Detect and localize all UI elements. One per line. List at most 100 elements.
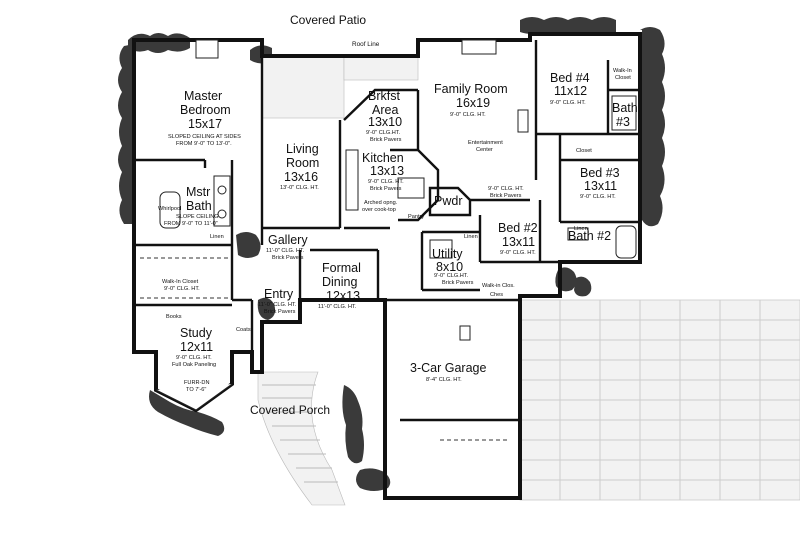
hall-note: 9'-0" CLG. HT. Brick Pavers [488, 186, 524, 199]
arched-opening-label: over cook-top [362, 207, 396, 213]
closet-label: Walk-In [613, 68, 632, 74]
room-note: Brick Pavers [370, 186, 402, 192]
room-note: 9'-0" CLG.HT. [434, 273, 469, 279]
pantry-label: Pantry [408, 214, 424, 220]
room-note: 9'-0" CLG. HT. [488, 186, 524, 192]
room-name: Bed #3 [580, 166, 620, 180]
linen-label: Linen [464, 234, 478, 240]
room-note: 9'-0" CLG. HT. [450, 112, 486, 118]
driveway [519, 299, 800, 501]
room-name: Walk-In Closet [162, 279, 199, 285]
room-name: Study [180, 326, 213, 340]
room-living-room: Living Room 13x16 13'-0" CLG. HT. [280, 142, 319, 191]
room-note: 11'-0" CLG. HT. [258, 302, 297, 308]
room-note: 9'-0" CLG. HT. [580, 194, 616, 200]
room-name: Bed #2 [498, 221, 538, 235]
room-note: 9'-0" CLG. HT. [500, 250, 536, 256]
whirlpool-label: Whirlpool [158, 206, 181, 212]
room-name: Brkfst [368, 89, 400, 103]
room-dimensions: 11x12 [554, 84, 587, 98]
room-name: Bath [612, 101, 638, 115]
room-kitchen: Kitchen 13x13 9'-0" CLG. HT. Brick Paver… [362, 151, 424, 220]
room-bed-2: Bed #2 13x11 9'-0" CLG. HT. Walk-in Clos… [482, 221, 538, 298]
walk-in-closet-label: Walk-in Clos. [482, 283, 515, 289]
room-note: Brick Pavers [490, 193, 522, 199]
room-dimensions: 15x17 [188, 117, 222, 131]
room-study: Study 12x11 9'-0" CLG. HT. Full Oak Pane… [166, 314, 216, 393]
room-name: Area [372, 103, 398, 117]
room-note: SLOPE CEILING [176, 214, 219, 220]
room-note: 9'-0" CLG. HT. [368, 179, 404, 185]
coats-label: Coats [236, 327, 251, 333]
room-dimensions: 13x11 [502, 235, 535, 249]
roof-line-label: Roof Line [352, 41, 380, 48]
room-note: Brick Pavers [442, 280, 474, 286]
room-note: 11'-0" CLG. HT. [318, 304, 357, 310]
room-name: Entry [264, 287, 294, 301]
room-name: Family Room [434, 82, 508, 96]
room-note: 13'-0" CLG. HT. [280, 185, 319, 191]
room-formal-dining: Formal Dining 12x13 11'-0" CLG. HT. [318, 261, 361, 310]
room-note: SLOPED CEILING AT SIDES [168, 134, 241, 140]
room-bath-3: Bath #3 [612, 101, 638, 129]
room-dimensions: 13x10 [368, 115, 402, 129]
room-name: 3-Car Garage [410, 361, 486, 375]
entertainment-label: Entertainment [468, 140, 503, 146]
room-master-bedroom: Master Bedroom 15x17 SLOPED CEILING AT S… [168, 89, 241, 147]
room-bed-3: Bed #3 13x11 9'-0" CLG. HT. Closet [576, 148, 620, 200]
closet-label: Closet [576, 148, 592, 154]
room-walk-in-closet: Walk-In Closet 9'-0" CLG. HT. [162, 279, 200, 292]
room-name: Living [286, 142, 319, 156]
porch-walkway [257, 371, 346, 506]
room-entry: Entry 11'-0" CLG. HT. Brick Pavers Coats [236, 287, 297, 333]
furr-down-label: FURR-DN [184, 380, 209, 386]
room-note: FROM 9'-0" TO 11'-0" [164, 221, 218, 227]
room-note: 11'-0" CLG. HT. [266, 248, 305, 254]
room-note: Full Oak Paneling [172, 362, 216, 368]
arched-opening-label: Arched opng. [364, 200, 398, 206]
chest-label: Ches [490, 292, 503, 298]
room-note: 8'-4" CLG. HT. [426, 377, 462, 383]
books-label: Books [166, 314, 182, 320]
room-bed-4: Bed #4 11x12 9'-0" CLG. HT. Walk-In Clos… [550, 68, 632, 106]
room-name: Room [286, 156, 319, 170]
closet-label: Closet [615, 75, 631, 81]
room-name: Master [184, 89, 222, 103]
furr-down-label: TO 7'-6" [186, 387, 206, 393]
room-name: Formal [322, 261, 361, 275]
room-name: Bath [186, 199, 212, 213]
patio-paving [261, 55, 419, 119]
room-dimensions: 13x16 [284, 170, 318, 184]
room-bath-2: Bath #2 Linen [568, 226, 611, 243]
room-name: Mstr [186, 185, 210, 199]
landscaping [118, 17, 665, 491]
covered-porch-label: Covered Porch [250, 403, 330, 417]
room-dimensions: 12x13 [326, 289, 360, 303]
room-name: Bedroom [180, 103, 231, 117]
plan-labels: Covered Patio Roof Line Covered Porch Ma… [158, 13, 638, 417]
room-mstr-bath: Mstr Bath SLOPE CEILING FROM 9'-0" TO 11… [158, 185, 224, 240]
room-name: Dining [322, 275, 357, 289]
linen-label: Linen [210, 234, 224, 240]
room-utility: Utility 8x10 9'-0" CLG.HT. Brick Pavers … [432, 234, 478, 286]
room-note: Brick Pavers [264, 309, 296, 315]
covered-patio-label: Covered Patio [290, 13, 366, 27]
room-dimensions: 13x11 [584, 179, 617, 193]
room-family-room: Family Room 16x19 9'-0" CLG. HT. Enterta… [434, 82, 508, 153]
interior-walls [134, 40, 640, 422]
room-brkfst-area: Brkfst Area 13x10 9'-0" CLG.HT. Brick Pa… [366, 89, 402, 143]
room-note: 9'-0" CLG. HT. [164, 286, 200, 292]
room-note: Brick Pavers [272, 255, 304, 261]
room-name: Bed #4 [550, 71, 590, 85]
room-name: Kitchen [362, 151, 404, 165]
room-note: 9'-0" CLG.HT. [366, 130, 401, 136]
room-dimensions: 12x11 [180, 340, 213, 354]
room-name: #3 [616, 115, 630, 129]
room-dimensions: 8x10 [436, 260, 463, 274]
entertainment-label: Center [476, 147, 493, 153]
room-dimensions: 13x13 [370, 164, 404, 178]
linen-label: Linen [574, 226, 588, 232]
room-pwdr: Pwdr [434, 194, 462, 208]
room-gallery: Gallery 11'-0" CLG. HT. Brick Pavers [266, 233, 308, 261]
